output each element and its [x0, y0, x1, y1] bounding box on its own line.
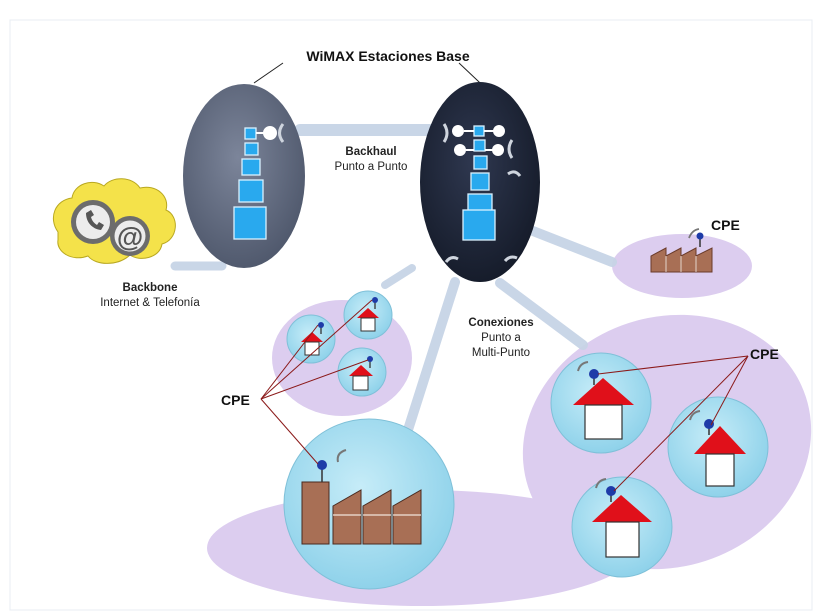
phone-icon	[71, 200, 115, 244]
backhaul-sublabel: Punto a Punto	[335, 161, 408, 173]
cpe-antenna-icon	[317, 460, 327, 470]
dish-antenna-icon	[507, 170, 522, 177]
dish-antenna-icon	[278, 123, 285, 143]
at-sign-icon: @	[110, 216, 150, 256]
conexiones-label: Conexiones	[468, 317, 533, 329]
cpe-label-top-right: CPE	[711, 217, 740, 233]
diagram-title: WiMAX Estaciones Base	[306, 48, 469, 64]
cpe-left-pointers	[260, 299, 373, 465]
house-bubble-bottom	[571, 476, 673, 578]
base-station-right-stack	[462, 125, 496, 241]
residential-area	[550, 352, 769, 578]
svg-text:@: @	[117, 222, 143, 252]
dish-antenna-icon	[507, 139, 514, 159]
link-to-factory-small	[528, 226, 617, 267]
house-bubble-1	[343, 290, 393, 340]
backbone-label: Backbone	[123, 282, 178, 294]
small-houses-cluster	[286, 290, 393, 397]
base-station-left	[183, 84, 305, 268]
cpe-antenna-icon	[318, 322, 324, 328]
network-links	[170, 124, 617, 460]
backbone-sublabel: Internet & Telefonía	[100, 297, 200, 309]
conexiones-sublabel-1: Punto a	[481, 332, 521, 344]
node-circle	[263, 126, 277, 140]
link-to-factory	[395, 277, 460, 460]
cpe-label-right: CPE	[750, 346, 779, 362]
base-station-right	[420, 82, 540, 282]
cpe-antenna-icon	[589, 369, 599, 379]
cpe-antenna-icon	[704, 419, 714, 429]
dish-antenna-icon	[503, 255, 518, 263]
house-bubble-top	[550, 352, 652, 454]
conexiones-sublabel-2: Multi-Punto	[472, 347, 530, 359]
house-bubble-3	[337, 347, 387, 397]
dish-antenna-icon	[442, 123, 449, 143]
cpe-antenna-icon	[696, 232, 704, 240]
node-circle	[492, 144, 504, 156]
cpe-antenna-icon	[367, 356, 373, 362]
node-circle	[454, 144, 466, 156]
backbone-cloud: @	[53, 178, 176, 264]
cpe-antenna-icon	[372, 297, 378, 303]
link-to-small-houses	[381, 264, 416, 289]
cpe-label-left: CPE	[221, 392, 250, 408]
cpe-right-pointers	[597, 355, 749, 492]
link-to-residential	[495, 278, 588, 350]
backhaul-label: Backhaul	[345, 146, 396, 158]
cpe-antenna-icon	[606, 486, 616, 496]
title-pointer-left	[253, 62, 284, 84]
node-circle	[452, 125, 464, 137]
dish-antenna-icon	[444, 256, 459, 263]
house-bubble-right	[667, 396, 769, 498]
base-station-left-stack	[233, 127, 267, 240]
factory-small	[650, 228, 713, 273]
node-circle	[493, 125, 505, 137]
factory-large	[283, 418, 455, 590]
